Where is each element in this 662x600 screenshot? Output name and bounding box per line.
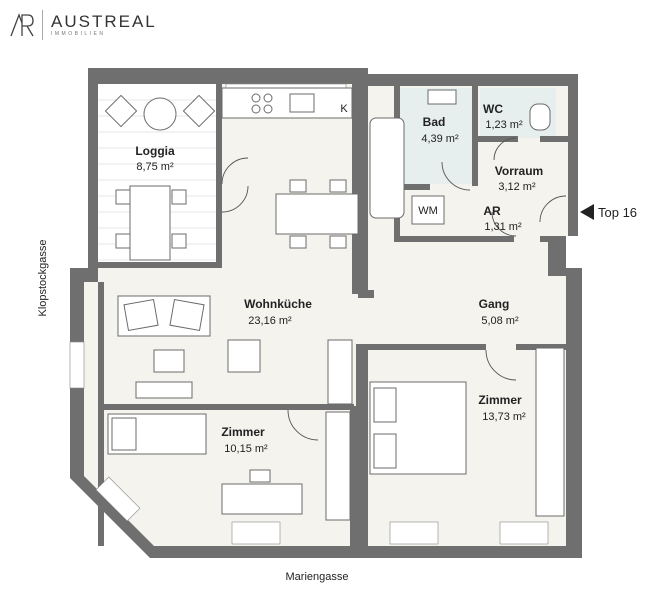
loggia-area-value: 8,75 m² xyxy=(136,161,174,173)
zimmer1-name: Zimmer xyxy=(221,425,265,439)
brand-tagline: IMMOBILIEN xyxy=(51,30,106,37)
ar-area-value: 1,31 m² xyxy=(484,221,522,233)
zimmer1-desk-icon xyxy=(221,483,303,515)
doors xyxy=(221,137,567,441)
wohnkueche-name: Wohnküche xyxy=(244,297,312,311)
brand-header: AUSTREAL IMMOBILIEN xyxy=(8,8,157,42)
fridge-label: K xyxy=(340,103,348,115)
loggia-table-icon xyxy=(143,97,177,131)
washbasin-icon xyxy=(427,89,457,105)
zimmer1-area-value: 10,15 m² xyxy=(224,443,268,455)
vorraum-area-value: 3,12 m² xyxy=(498,181,536,193)
triangle-left-icon xyxy=(580,204,594,220)
sink-icon xyxy=(289,93,315,113)
unit-label: Top 16 xyxy=(598,205,637,220)
zimmer2-name: Zimmer xyxy=(478,393,522,407)
sofa-icon xyxy=(117,295,211,337)
bathtub-icon xyxy=(369,117,405,219)
wc-area-value: 1,23 m² xyxy=(485,119,523,131)
brand-name: AUSTREAL xyxy=(51,11,157,31)
bad-area-value: 4,39 m² xyxy=(421,133,459,145)
ar-logo-icon xyxy=(10,13,34,37)
gang-area-value: 5,08 m² xyxy=(481,315,519,327)
wc-name: WC xyxy=(483,102,503,116)
logo-separator xyxy=(42,10,43,40)
washing-machine-label: WM xyxy=(418,205,438,217)
armchair-icon xyxy=(227,339,261,373)
washing-machine-icon xyxy=(411,195,445,225)
street-left-label: Klopstockgasse xyxy=(37,239,49,316)
toilet-icon xyxy=(529,103,551,131)
zimmer1-wardrobe-icon xyxy=(325,411,351,521)
wohnkueche-area-value: 23,16 m² xyxy=(248,315,292,327)
wohnkueche-wardrobe-icon xyxy=(327,339,353,405)
loggia-furniture xyxy=(104,94,216,261)
windows xyxy=(69,83,549,545)
vorraum-name: Vorraum xyxy=(495,164,543,178)
loggia-name: Loggia xyxy=(135,144,175,158)
dining-table-icon xyxy=(275,179,359,249)
street-bottom-label: Mariengasse xyxy=(286,571,349,583)
loggia-bench-icon xyxy=(129,185,171,261)
stove-icon xyxy=(251,93,273,114)
zimmer2-area-value: 13,73 m² xyxy=(482,411,526,423)
gang-name: Gang xyxy=(479,297,510,311)
brand-text: AUSTREAL IMMOBILIEN xyxy=(51,11,157,38)
tv-sideboard-icon xyxy=(135,381,193,399)
kitchen-counter xyxy=(221,87,353,119)
coffee-table-icon xyxy=(153,349,185,373)
ar-name: AR xyxy=(483,204,501,218)
zimmer2-wardrobe-icon xyxy=(535,347,565,517)
bad-name: Bad xyxy=(423,115,446,129)
